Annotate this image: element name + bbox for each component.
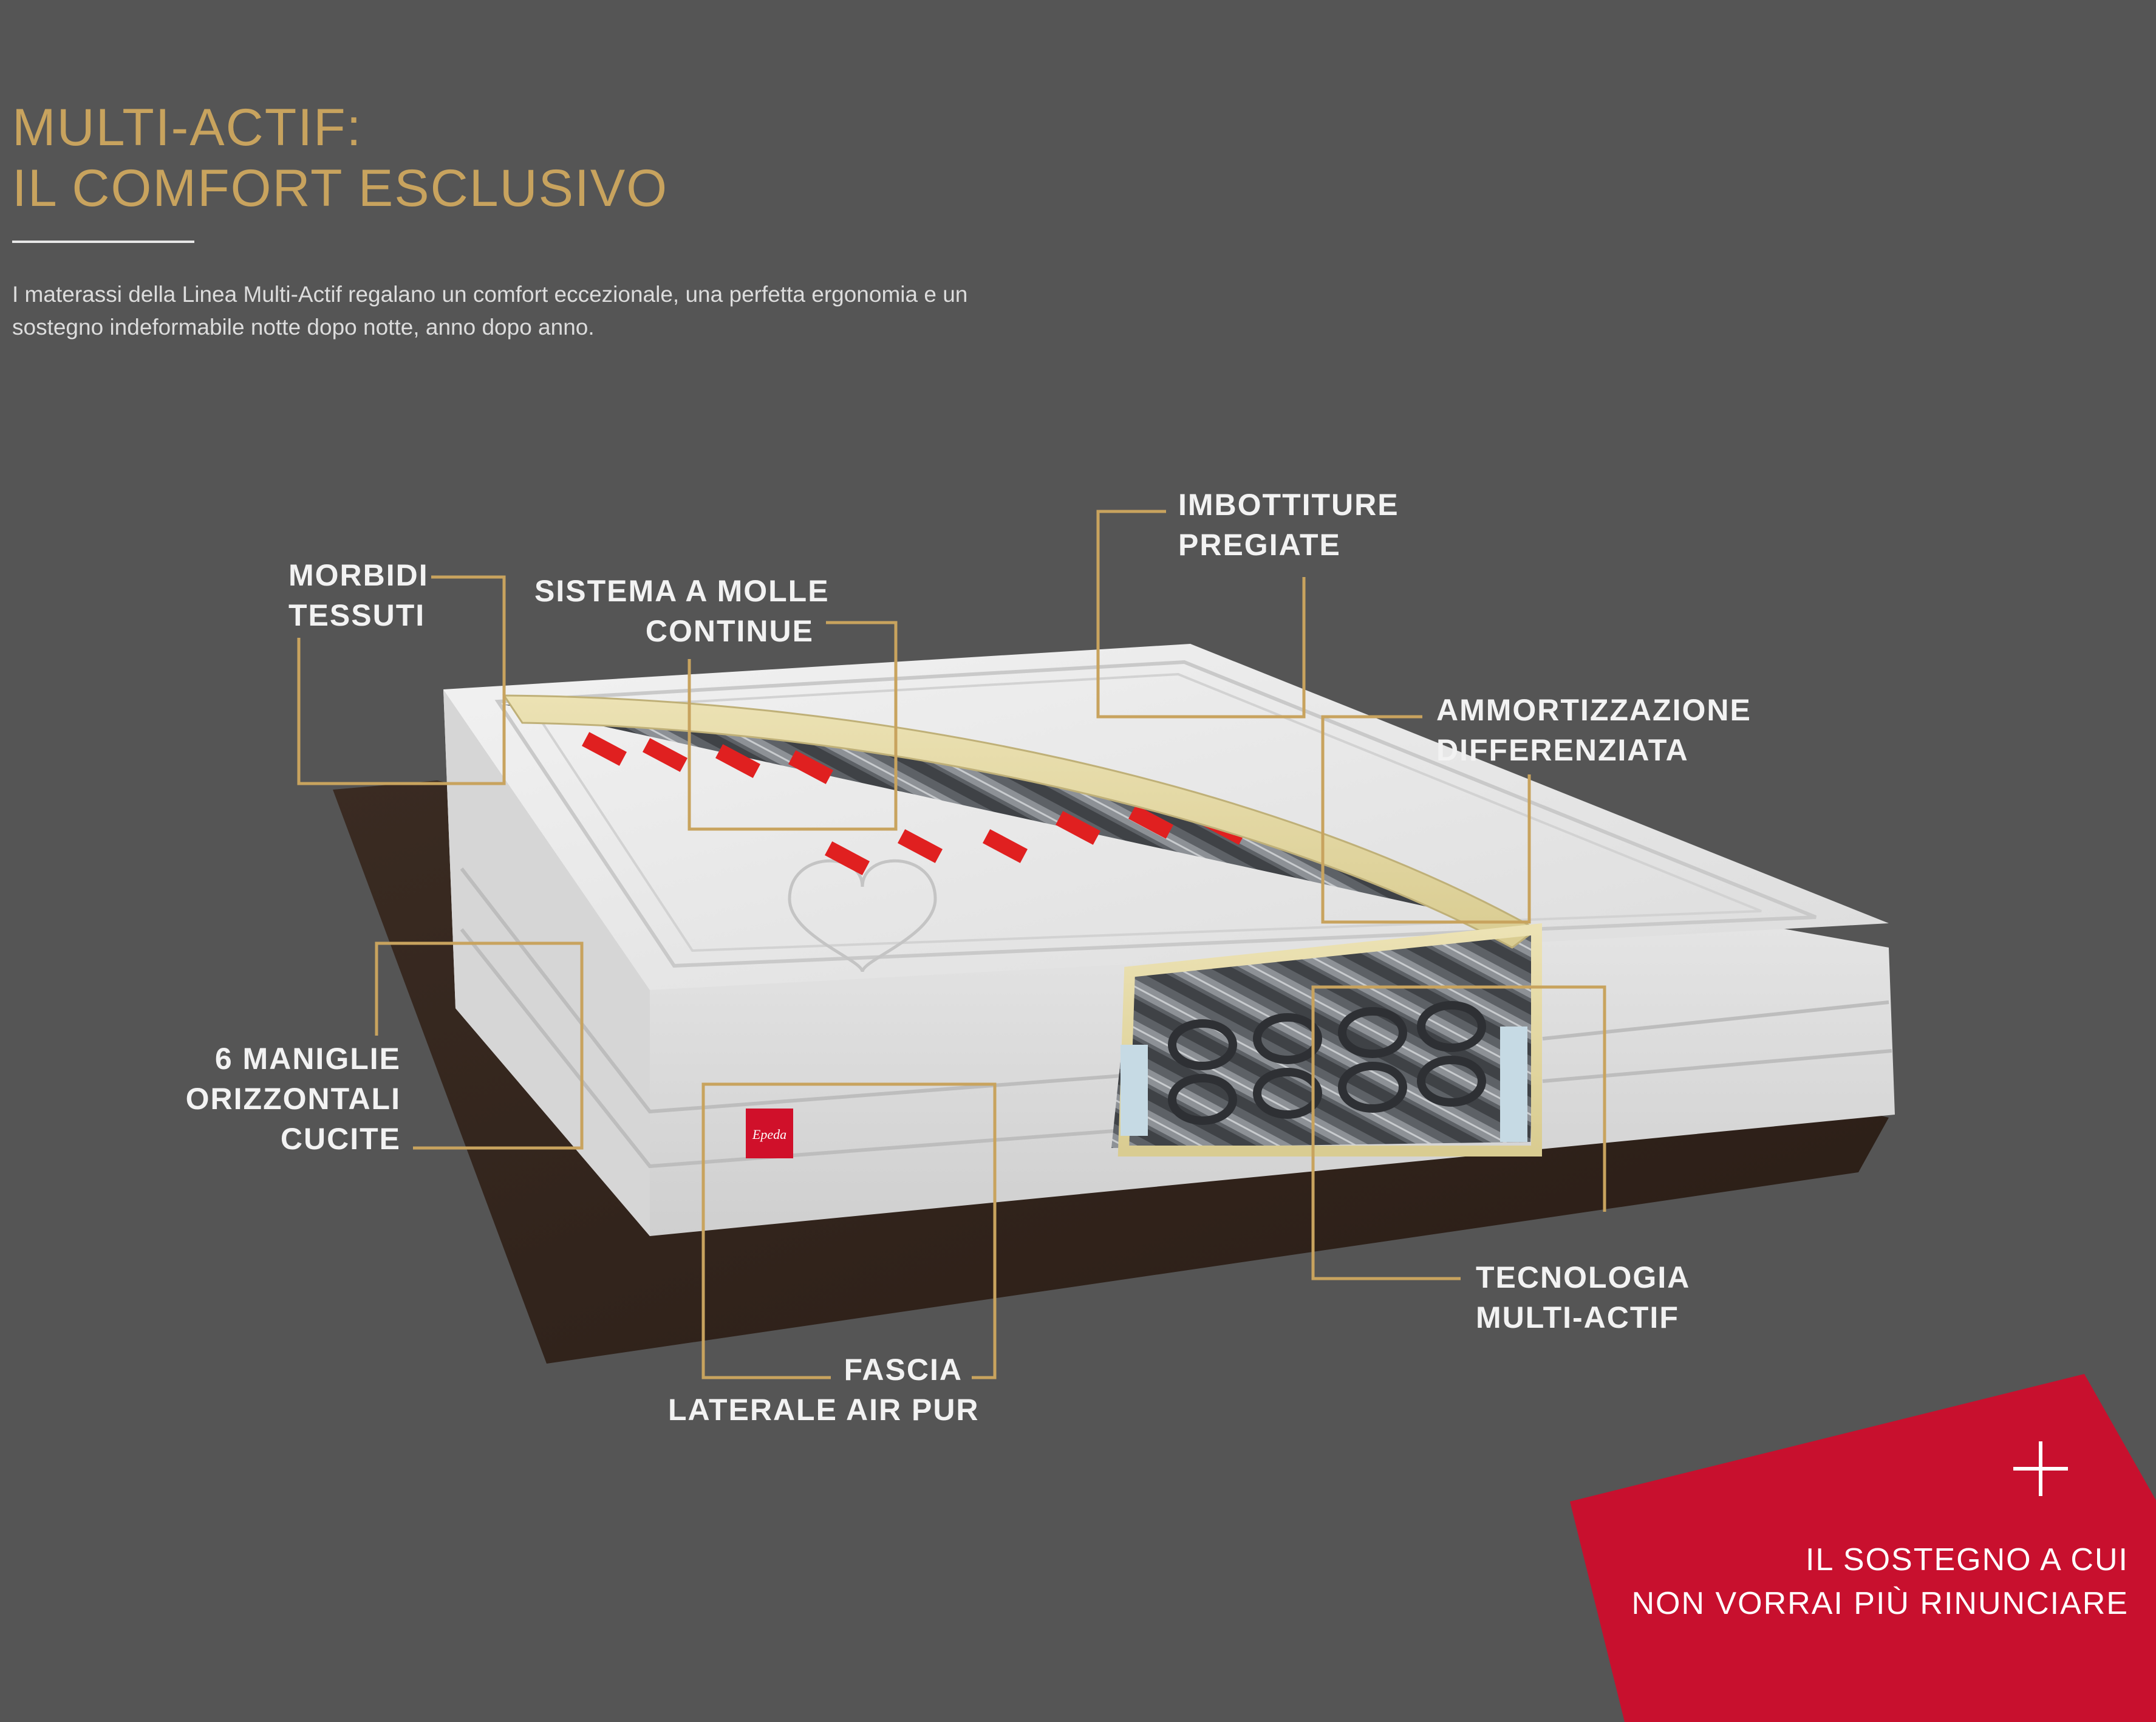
brand-tag-label: Epeda xyxy=(752,1127,786,1142)
label-sistema-molle: SISTEMA A MOLLE CONTINUE xyxy=(534,574,830,648)
label-fascia: FASCIA LATERALE AIR PUR xyxy=(668,1353,980,1427)
intro-line-1: I materassi della Linea Multi-Actif rega… xyxy=(12,282,968,307)
spring-system xyxy=(504,705,1537,1148)
page-title: MULTI-ACTIF: IL COMFORT ESCLUSIVO xyxy=(12,97,668,219)
title-line-1: MULTI-ACTIF: xyxy=(12,98,363,157)
callout-lines xyxy=(297,510,1606,1379)
promo-line-2: NON VORRAI PIÙ RINUNCIARE xyxy=(1631,1586,2129,1621)
label-imbottiture: IMBOTTITURE PREGIATE xyxy=(1178,488,1399,562)
label-morbidi-tessuti: MORBIDI TESSUTI xyxy=(288,558,429,632)
plus-icon[interactable] xyxy=(2010,1438,2071,1499)
title-line-2: IL COMFORT ESCLUSIVO xyxy=(12,159,669,217)
label-tecnologia: TECNOLOGIA MULTI-ACTIF xyxy=(1476,1260,1691,1334)
mattress: Epeda xyxy=(443,644,1895,1236)
intro-line-2: sostegno indeformabile notte dopo notte,… xyxy=(12,315,595,340)
promo-line-1: IL SOSTEGNO A CUI xyxy=(1806,1542,2129,1577)
label-maniglie: 6 MANIGLIE ORIZZONTALI CUCITE xyxy=(185,1042,401,1156)
foam-layer xyxy=(502,694,1538,949)
brand-tag xyxy=(746,1109,793,1158)
title-divider xyxy=(12,241,194,243)
promo-tagline: IL SOSTEGNO A CUI NON VORRAI PIÙ RINUNCI… xyxy=(1631,1538,2129,1625)
promo-corner xyxy=(1570,1374,2156,1722)
label-ammortizzazione: AMMORTIZZAZIONE DIFFERENZIATA xyxy=(1436,693,1752,767)
red-springs xyxy=(581,732,1247,875)
intro-text: I materassi della Linea Multi-Actif rega… xyxy=(12,278,1008,344)
